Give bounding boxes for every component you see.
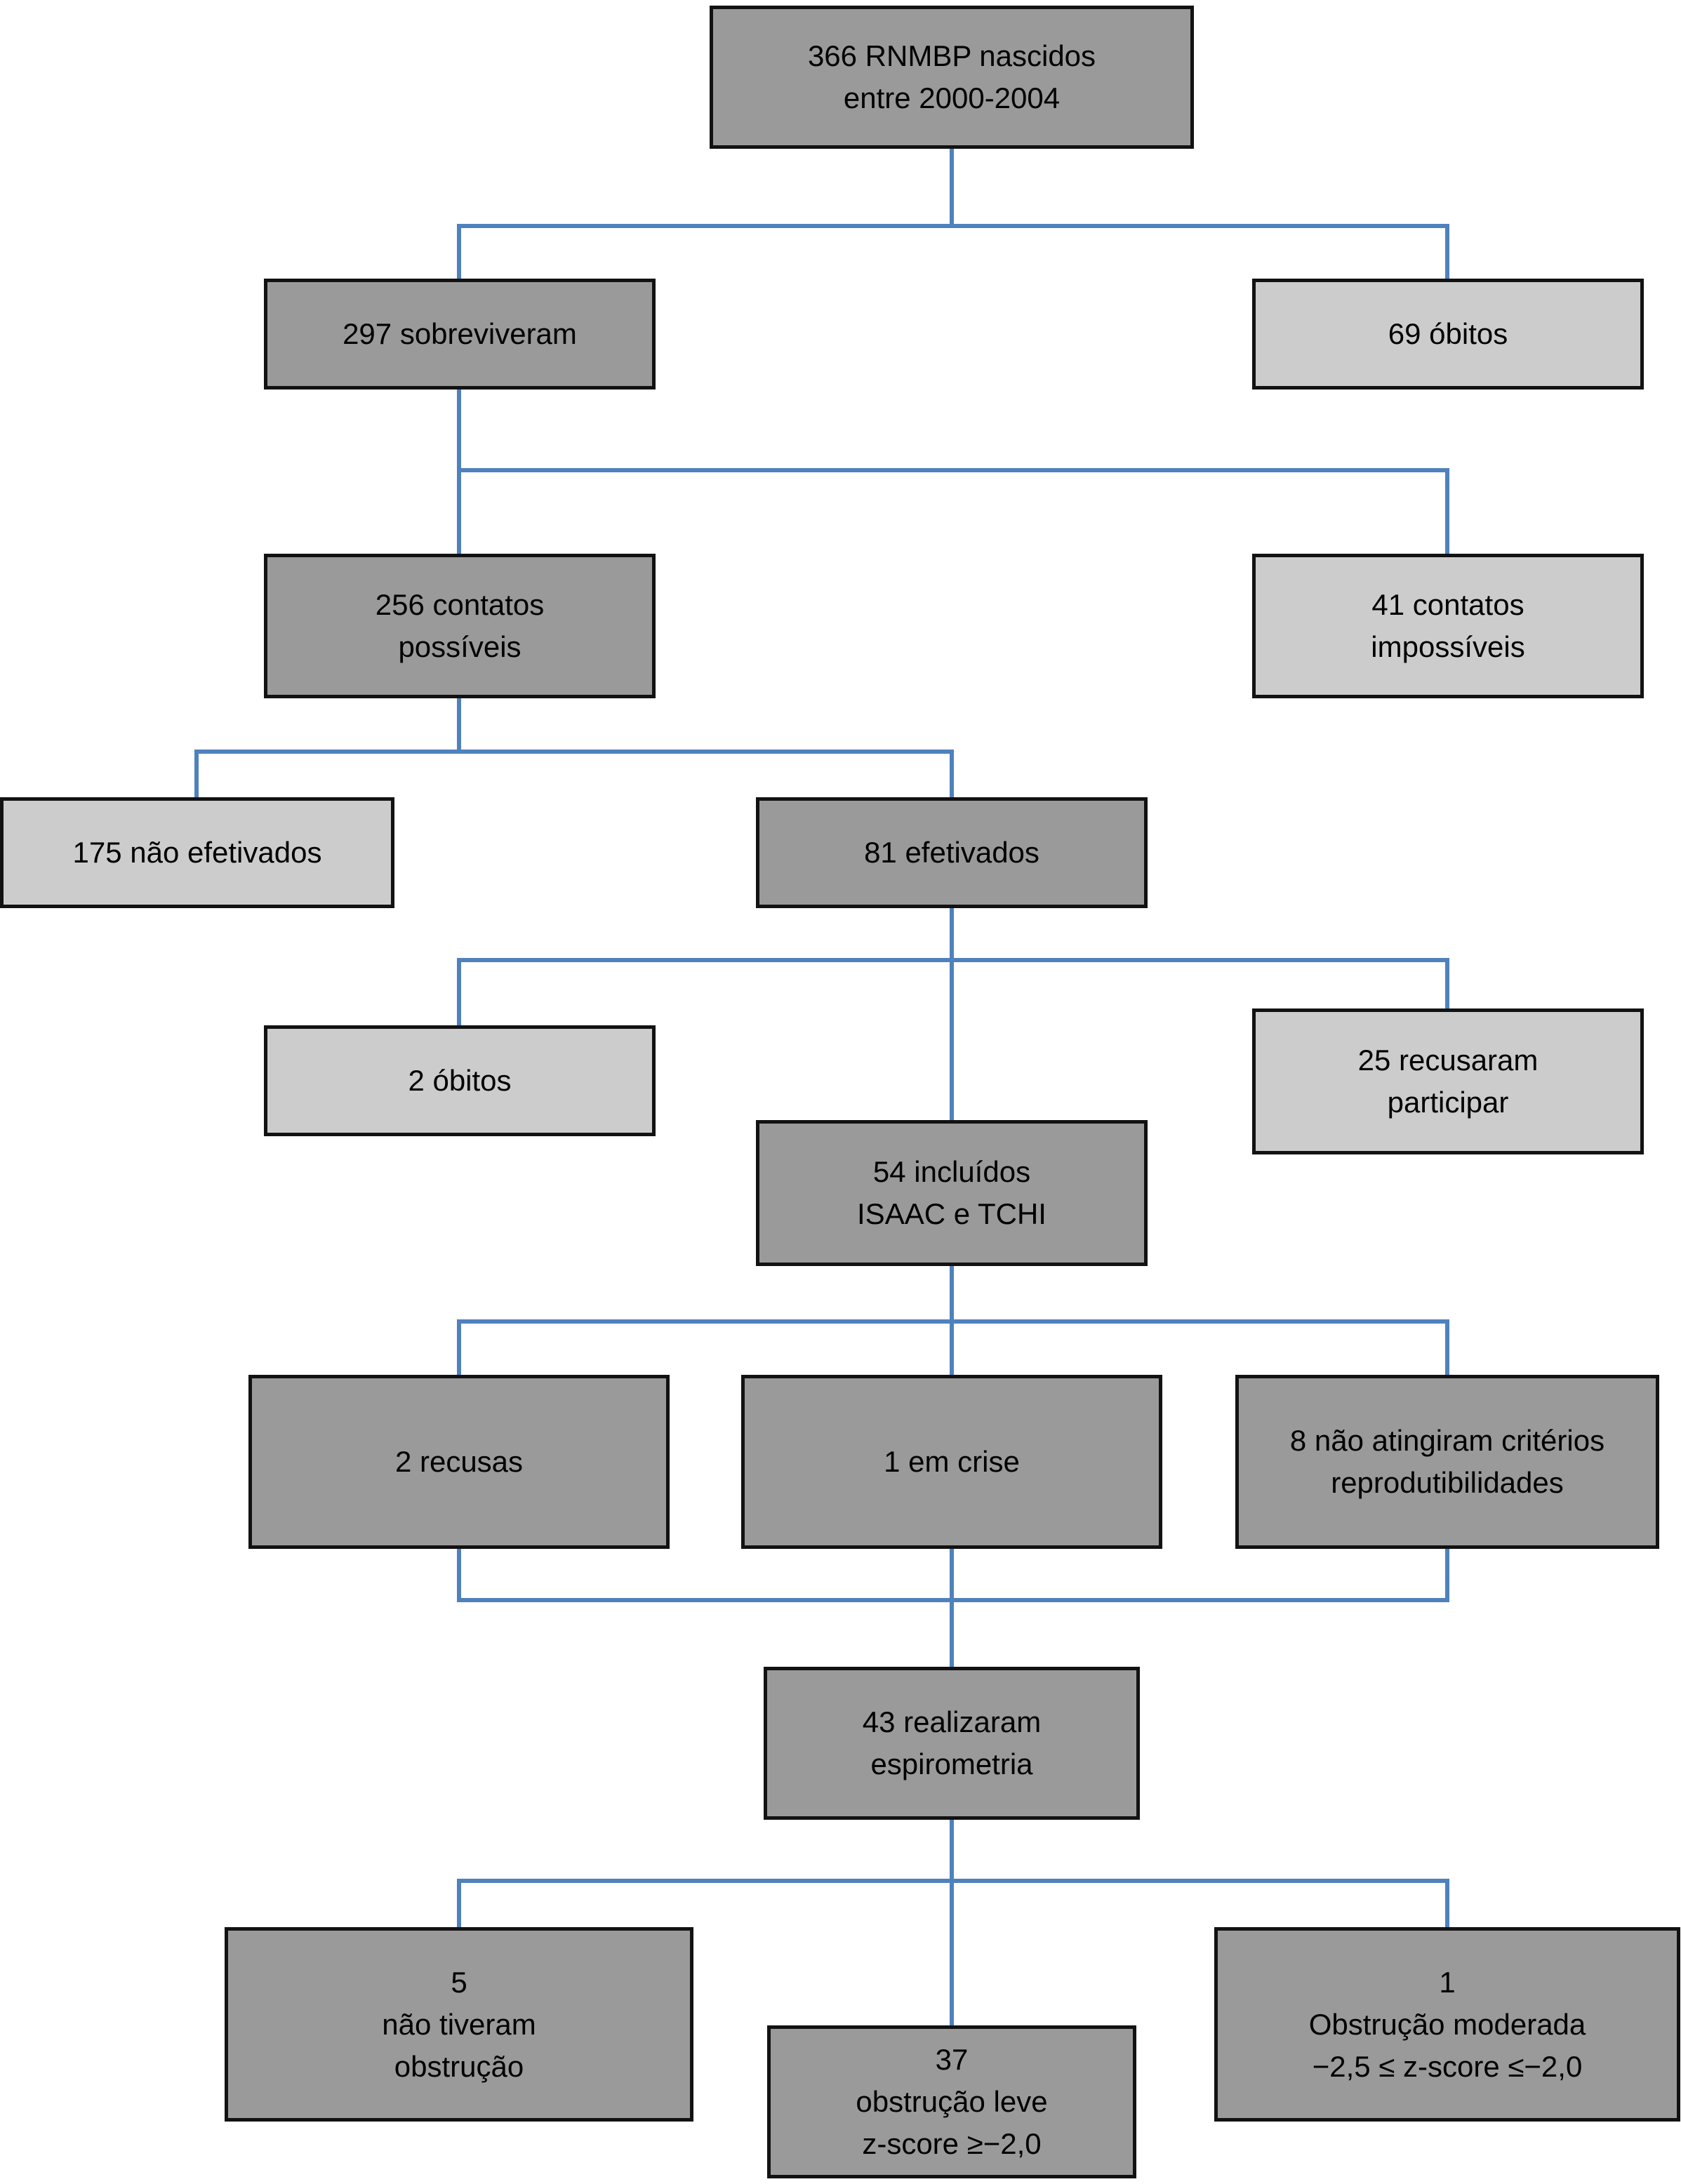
node-contacts-possible-label: 256 contatos possíveis (375, 588, 545, 663)
node-survived-label: 297 sobreviveram (343, 317, 577, 350)
node-refused-participation-label: 25 recusaram participar (1357, 1044, 1539, 1119)
node-spirometry-label: 43 realizaram espirometria (862, 1705, 1042, 1780)
node-not-completed-label: 175 não efetivados (72, 836, 322, 869)
node-criteria-not-met-label: 8 não atingiram critérios reprodutibilid… (1289, 1424, 1605, 1499)
node-total: 366 RNMBP nascidos entre 2000-2004 (710, 6, 1194, 149)
node-contacts-impossible-label: 41 contatos impossíveis (1371, 588, 1525, 663)
node-survived: 297 sobreviveram (264, 279, 656, 389)
node-mild-obstruction-label: 37 obstrução leve z-score ≥−2,0 (856, 2043, 1048, 2160)
node-deaths-2: 2 óbitos (264, 1025, 656, 1136)
node-included: 54 incluídos ISAAC e TCHI (756, 1120, 1148, 1266)
node-refusals: 2 recusas (248, 1375, 670, 1549)
node-deaths-1: 69 óbitos (1252, 279, 1644, 389)
node-moderate-obstruction: 1 Obstrução moderada −2,5 ≤ z-score ≤−2,… (1214, 1927, 1680, 2122)
node-spirometry: 43 realizaram espirometria (764, 1667, 1140, 1820)
node-no-obstruction-label: 5 não tiveram obstrução (382, 1965, 536, 2083)
node-completed: 81 efetivados (756, 797, 1148, 908)
node-included-label: 54 incluídos ISAAC e TCHI (857, 1155, 1047, 1230)
node-in-crisis-label: 1 em crise (884, 1445, 1020, 1478)
node-total-label: 366 RNMBP nascidos entre 2000-2004 (807, 39, 1096, 114)
node-moderate-obstruction-label: 1 Obstrução moderada −2,5 ≤ z-score ≤−2,… (1308, 1965, 1586, 2083)
node-no-obstruction: 5 não tiveram obstrução (225, 1927, 693, 2122)
connector-path (194, 147, 1449, 2027)
node-deaths-2-label: 2 óbitos (408, 1064, 512, 1097)
node-completed-label: 81 efetivados (864, 836, 1039, 869)
node-refused-participation: 25 recusaram participar (1252, 1008, 1644, 1154)
node-deaths-1-label: 69 óbitos (1388, 317, 1508, 350)
node-contacts-possible: 256 contatos possíveis (264, 554, 656, 698)
node-in-crisis: 1 em crise (741, 1375, 1162, 1549)
node-not-completed: 175 não efetivados (0, 797, 394, 908)
node-refusals-label: 2 recusas (394, 1445, 524, 1478)
node-mild-obstruction: 37 obstrução leve z-score ≥−2,0 (767, 2025, 1136, 2178)
node-criteria-not-met: 8 não atingiram critérios reprodutibilid… (1235, 1375, 1659, 1549)
node-contacts-impossible: 41 contatos impossíveis (1252, 554, 1644, 698)
